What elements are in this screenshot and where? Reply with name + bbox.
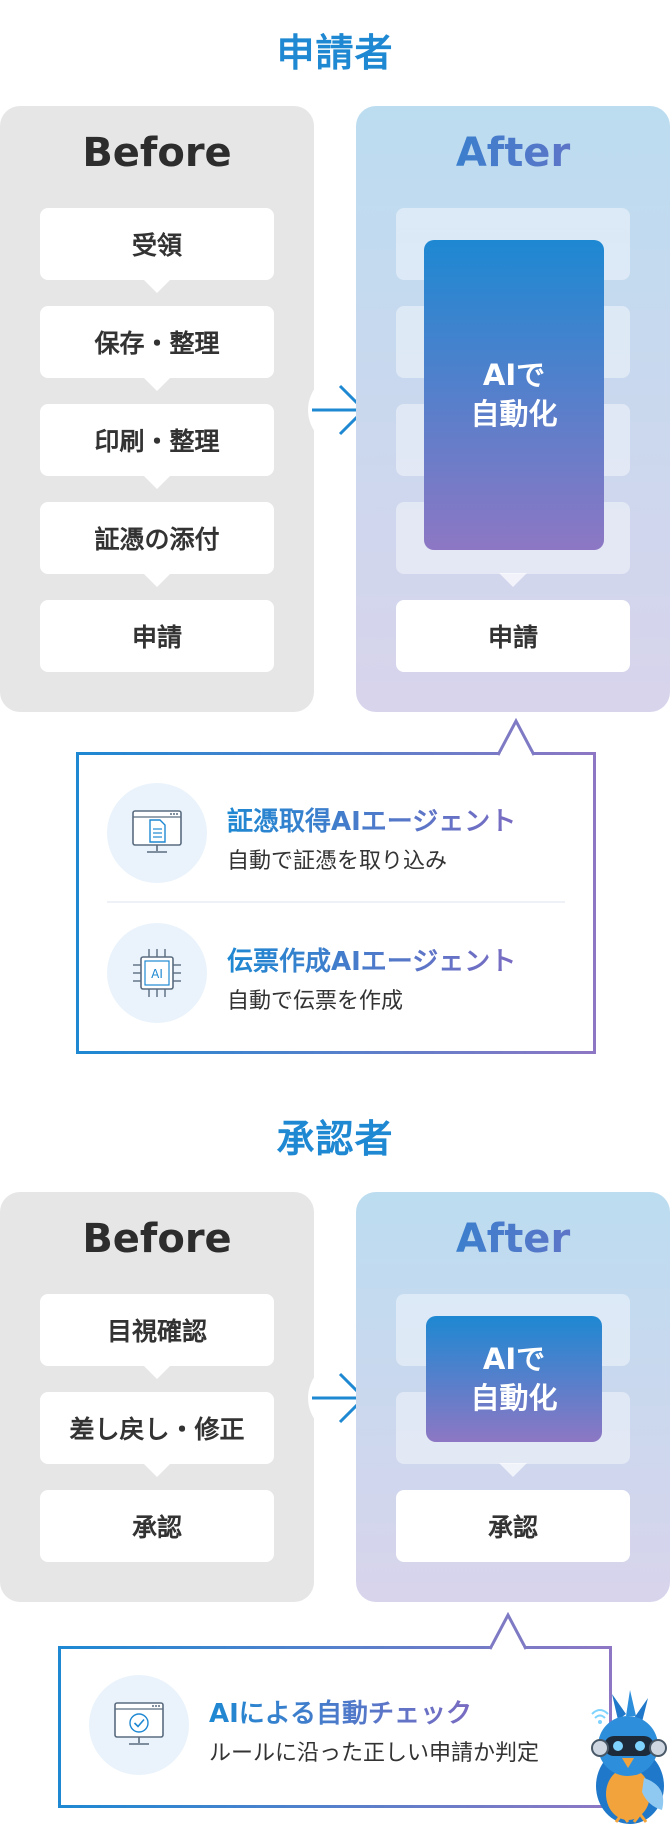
approver-after-panel: After AIで 自動化 承認: [356, 1192, 670, 1602]
before-heading: Before: [82, 1216, 232, 1262]
step-apply-after: 申請: [396, 600, 630, 672]
agent-slip-creation: AI 伝票作成AIエージェント 自動で伝票を作成: [79, 911, 593, 1023]
ai-label-line2: 自動化: [470, 397, 558, 431]
step-approve-after: 承認: [396, 1490, 630, 1562]
applicant-before-panel: Before 受領 保存・整理 印刷・整理 証憑の添付 申請: [0, 106, 314, 712]
approver-agent-bubble: AIによる自動チェック ルールに沿った正しい申請か判定: [58, 1646, 612, 1808]
after-heading: After: [356, 130, 670, 176]
ai-label-line1: AIで: [482, 357, 546, 392]
ai-automation-box: AIで 自動化: [424, 240, 604, 550]
step-visual-check: 目視確認: [40, 1294, 274, 1379]
step-attach-evidence: 証憑の添付: [40, 502, 274, 587]
step-apply: 申請: [40, 600, 274, 672]
step-receive: 受領: [40, 208, 274, 293]
applicant-agent-bubble: 証憑取得AIエージェント 自動で証憑を取り込み AI 伝票作成AIエージェント …: [76, 752, 596, 1054]
before-heading: Before: [82, 130, 232, 176]
step-print-organize: 印刷・整理: [40, 404, 274, 489]
after-heading: After: [356, 1216, 670, 1262]
bubble-pointer: [488, 1612, 528, 1650]
step-approve: 承認: [40, 1490, 274, 1562]
ai-label-line2: 自動化: [470, 1381, 558, 1415]
robot-bird-mascot-icon: [591, 1690, 667, 1824]
approver-before-panel: Before 目視確認 差し戻し・修正 承認: [0, 1192, 314, 1602]
agent-divider: [107, 901, 565, 903]
document-monitor-icon: [107, 783, 207, 883]
ai-label-line1: AIで: [482, 1341, 546, 1376]
bubble-pointer: [496, 718, 536, 756]
agent-evidence-acquisition: 証憑取得AIエージェント 自動で証憑を取り込み: [79, 771, 593, 883]
step-return-fix: 差し戻し・修正: [40, 1392, 274, 1477]
agent-description: ルールに沿った正しい申請か判定: [209, 1741, 540, 1766]
ai-chip-icon: AI: [107, 923, 207, 1023]
step-store-organize: 保存・整理: [40, 306, 274, 391]
section-title-approver: 承認者: [276, 1117, 394, 1161]
applicant-after-panel: After AIで 自動化 申請: [356, 106, 670, 712]
svg-text:AI: AI: [151, 967, 163, 981]
agent-title: 伝票作成AIエージェント: [227, 941, 516, 978]
agent-title: AIによる自動チェック: [209, 1693, 472, 1730]
agent-auto-check: AIによる自動チェック ルールに沿った正しい申請か判定: [61, 1663, 609, 1775]
agent-description: 自動で伝票を作成: [227, 989, 404, 1014]
check-monitor-icon: [89, 1675, 189, 1775]
section-title-applicant: 申請者: [276, 31, 394, 75]
agent-title: 証憑取得AIエージェント: [227, 801, 516, 838]
agent-description: 自動で証憑を取り込み: [227, 849, 448, 874]
ai-automation-box: AIで 自動化: [426, 1316, 602, 1442]
